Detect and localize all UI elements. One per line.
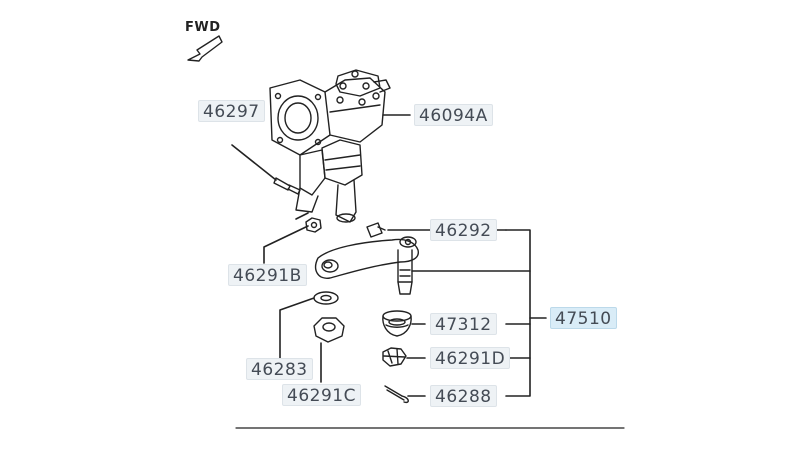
steering-gear-box-part — [269, 69, 391, 223]
arrow-down-left-icon — [187, 35, 223, 62]
callout-46292[interactable]: 46292 — [430, 219, 497, 241]
callout-46291B[interactable]: 46291B — [228, 264, 307, 286]
direction-label: FWD — [185, 20, 221, 35]
callout-46291C[interactable]: 46291C — [282, 384, 361, 406]
nut-part — [313, 317, 345, 343]
callout-46291D[interactable]: 46291D — [430, 347, 511, 369]
callout-46288[interactable]: 46288 — [430, 385, 497, 407]
bolt-part — [273, 177, 301, 195]
callout-47312[interactable]: 47312 — [430, 313, 497, 335]
cotter-pin-part — [384, 385, 409, 404]
castle-nut-part — [382, 347, 407, 367]
stud-part — [366, 222, 386, 238]
nut-part — [305, 217, 322, 233]
pitman-arm-part — [314, 236, 419, 295]
callout-46094A[interactable]: 46094A — [414, 104, 493, 126]
washer-part — [313, 291, 339, 305]
callout-46283[interactable]: 46283 — [246, 358, 313, 380]
callout-47510[interactable]: 47510 — [550, 307, 617, 329]
dust-boot-part — [382, 310, 412, 337]
callout-46297[interactable]: 46297 — [198, 100, 265, 122]
